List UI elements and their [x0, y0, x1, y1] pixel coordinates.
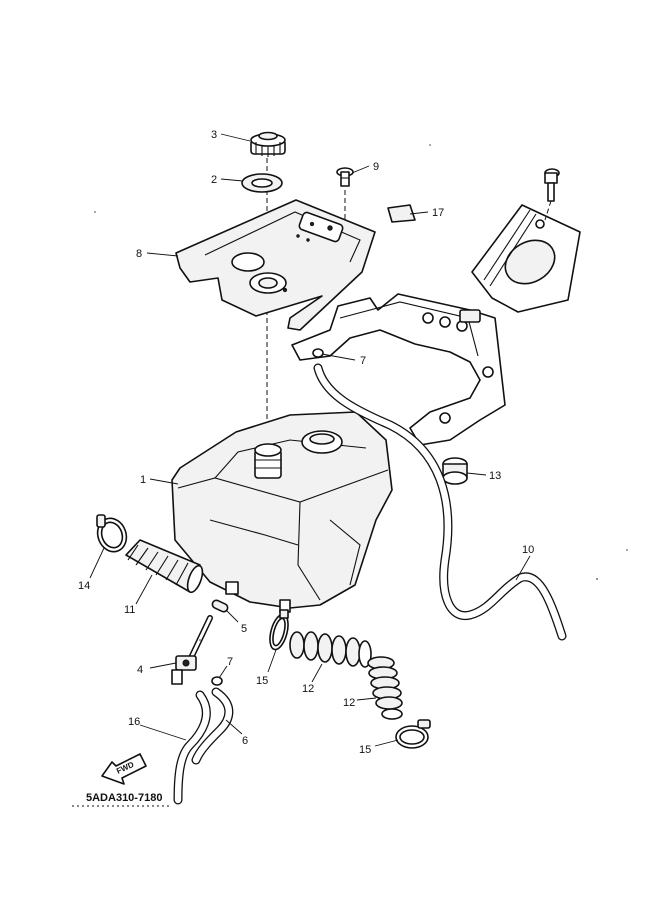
boot-part-11: [125, 539, 204, 594]
hose-clamp-part-15-right: [395, 719, 431, 749]
fuel-cock-part-4: [171, 615, 213, 685]
reference-code: 5ADA310-7180: [86, 792, 162, 804]
bracket-tab-part-17: [387, 204, 416, 223]
callout-numbers: 3 2 9 17 8 7 1 13 14 11 10 5 4 7 15 12 1…: [78, 129, 534, 756]
hose-part-16: [173, 690, 211, 805]
callout-9: 9: [373, 161, 379, 173]
hose-clamp-part-14: [96, 514, 128, 553]
callout-17: 17: [432, 207, 444, 219]
callout-10: 10: [522, 544, 534, 556]
forward-direction-arrow: FWD: [101, 753, 147, 785]
callout-7-lower: 7: [227, 656, 233, 668]
damper-part-13: [442, 457, 468, 485]
callout-7-upper: 7: [360, 355, 366, 367]
filler-cap-part-3: [250, 131, 286, 157]
scan-speckles: [94, 144, 628, 641]
callout-15-right: 15: [359, 744, 371, 756]
callout-13: 13: [489, 470, 501, 482]
callout-5: 5: [241, 623, 247, 635]
clip-part-5: [211, 599, 229, 613]
callout-3: 3: [211, 129, 217, 141]
screw-part-9: [336, 167, 354, 187]
fuel-tank-part-1: [171, 411, 393, 613]
callout-1: 1: [140, 474, 146, 486]
leader-lines: [89, 133, 531, 747]
callout-16: 16: [128, 716, 140, 728]
callout-4: 4: [137, 664, 143, 676]
boot-part-12-right: [367, 656, 403, 720]
bolt: [544, 168, 560, 202]
breather-hose-part-10: [313, 363, 567, 641]
mounting-plate: [471, 168, 581, 313]
callout-12-right: 12: [343, 697, 355, 709]
boot-part-12-middle: [289, 631, 372, 668]
hose-clamp-part-15-left: [269, 609, 289, 651]
gasket-part-2: [241, 173, 283, 193]
callout-12-middle: 12: [302, 683, 314, 695]
tank-cover-part-8: [175, 199, 376, 331]
clip-part-7-upper: [312, 348, 324, 358]
callout-15-left: 15: [256, 675, 268, 687]
clip-part-7-lower: [211, 676, 223, 686]
callout-14: 14: [78, 580, 90, 592]
callout-2: 2: [211, 174, 217, 186]
callout-11: 11: [124, 604, 135, 616]
reference-code-block: 5ADA310-7180: [72, 792, 170, 807]
callout-8: 8: [136, 248, 142, 260]
callout-6: 6: [242, 735, 248, 747]
hose-part-6: [191, 687, 234, 765]
